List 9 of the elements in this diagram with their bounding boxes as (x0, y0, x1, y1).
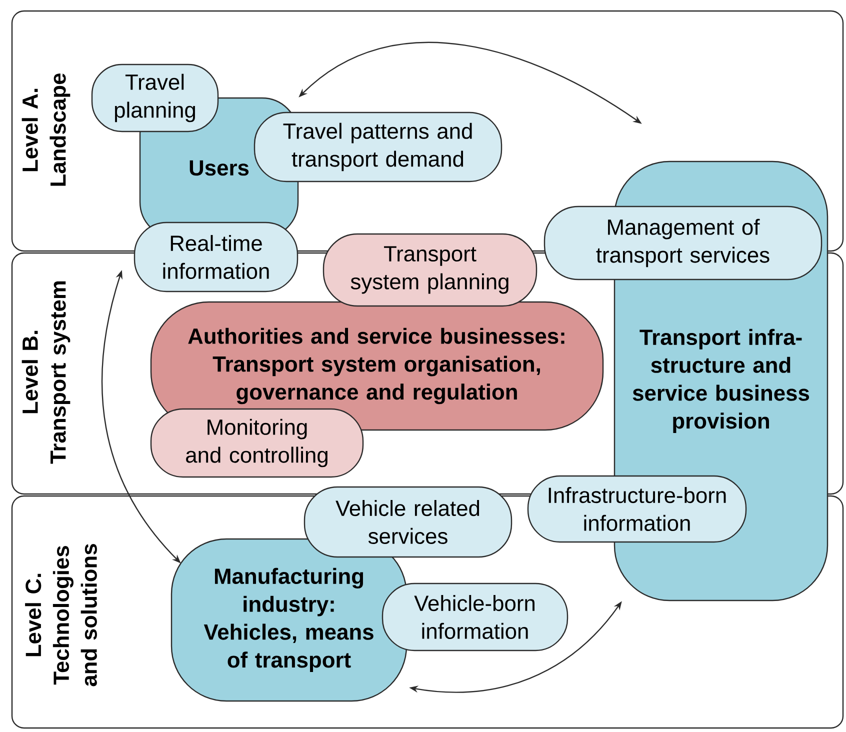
info-bubble: Travel patterns and transport demand (254, 112, 502, 182)
info-bubble: Infrastructure-born information (527, 475, 747, 543)
info-bubble: Travel planning (91, 64, 219, 132)
info-bubble: Management of transport services (544, 206, 822, 280)
info-bubble: Real-time information (134, 222, 298, 292)
info-bubble: Vehicle related services (304, 486, 512, 558)
activity-bubble: Transport system planning (322, 233, 538, 307)
activity-bubble: Monitoring and controlling (150, 408, 364, 478)
info-bubble: Vehicle-born information (382, 582, 568, 652)
